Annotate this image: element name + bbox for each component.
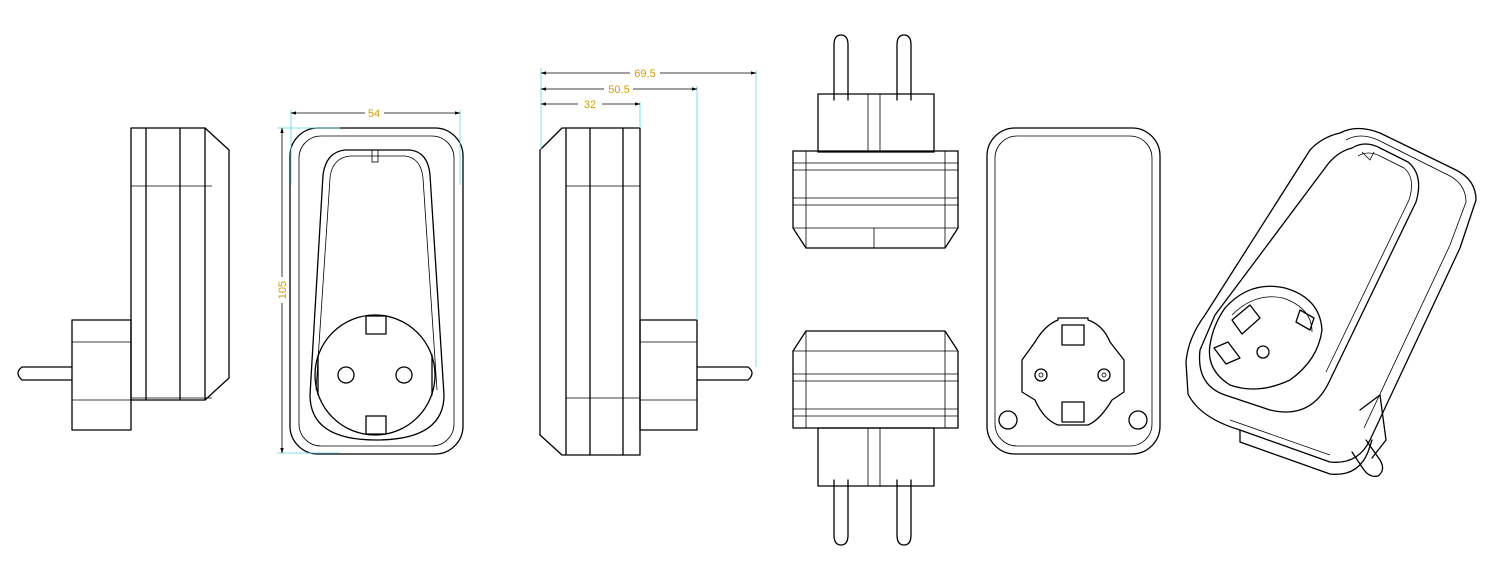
back-view (986, 127, 1161, 455)
right-side-view (539, 127, 753, 456)
height-dimension: 105 (277, 127, 340, 454)
width-dimension-label: 54 (368, 108, 380, 120)
front-view (289, 127, 464, 455)
depth-total-label: 69.5 (634, 68, 655, 80)
isometric-view (1185, 127, 1477, 478)
depth-mid-label: 50.5 (608, 84, 629, 96)
depth-dimensions: 69.5 50.5 32 (540, 68, 757, 367)
top-view (792, 34, 959, 249)
bottom-view (792, 330, 959, 546)
depth-body-label: 32 (584, 99, 596, 111)
height-dimension-label: 105 (277, 281, 289, 299)
left-side-view (17, 127, 230, 431)
width-dimension: 54 (290, 108, 461, 185)
